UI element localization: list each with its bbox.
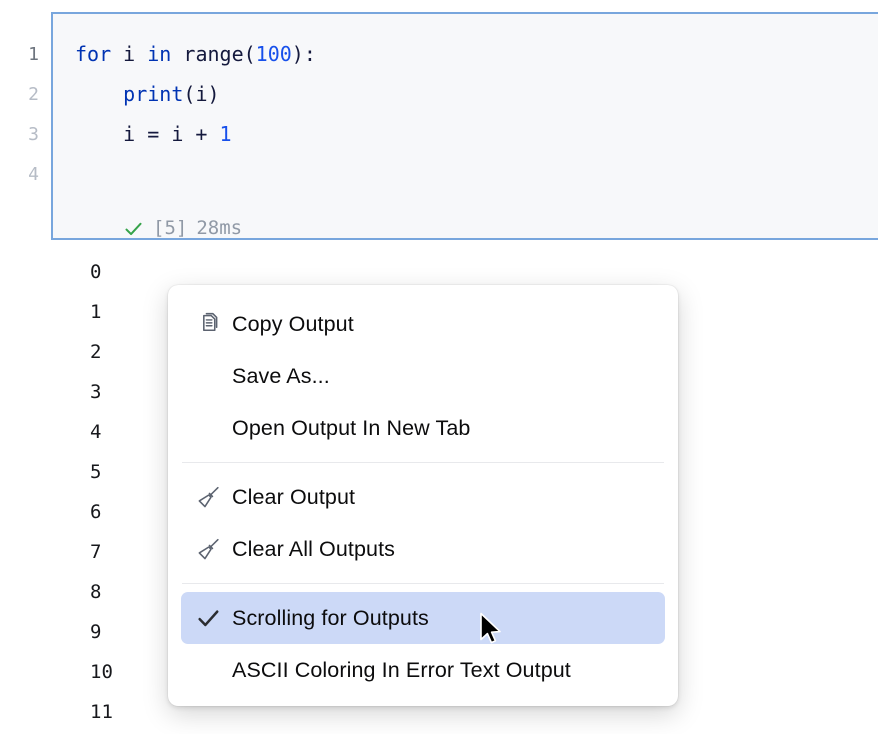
code-token bbox=[171, 42, 183, 66]
menu-item-label: Copy Output bbox=[232, 311, 354, 336]
broom-icon bbox=[198, 486, 219, 507]
line-number-1: 1 bbox=[28, 44, 39, 65]
menu-item-scrolling-for-outputs[interactable]: Scrolling for Outputs bbox=[181, 592, 665, 644]
code-token: ) bbox=[207, 82, 220, 106]
broom-icon bbox=[184, 485, 232, 510]
code-token: in bbox=[147, 42, 172, 66]
code-editor-text[interactable]: for i in range(100): print(i) i = i + 1 bbox=[75, 34, 316, 194]
menu-item-label: Clear All Outputs bbox=[232, 536, 396, 561]
code-line-1: for i in range(100): bbox=[75, 34, 316, 74]
output-line: 2 bbox=[90, 341, 102, 363]
menu-item-copy-output[interactable]: Copy Output bbox=[181, 298, 665, 350]
code-token: i bbox=[123, 122, 136, 146]
code-token: for bbox=[75, 42, 112, 66]
code-token bbox=[135, 42, 147, 66]
menu-item-label: Open Output In New Tab bbox=[232, 415, 471, 440]
checkmark-icon bbox=[184, 606, 232, 631]
menu-item-clear-all-outputs[interactable]: Clear All Outputs bbox=[181, 523, 665, 575]
line-number-4: 4 bbox=[28, 164, 39, 185]
output-line: 8 bbox=[90, 581, 102, 603]
code-token bbox=[75, 82, 123, 106]
broom-icon bbox=[198, 538, 219, 559]
line-number-gutter: 1 2 3 4 bbox=[0, 12, 51, 240]
code-token bbox=[111, 42, 123, 66]
menu-item-label: Save As... bbox=[232, 363, 330, 388]
menu-item-ascii-coloring-in-error-text-output[interactable]: ASCII Coloring In Error Text Output bbox=[181, 644, 665, 696]
output-line: 4 bbox=[90, 421, 102, 443]
code-token: 100 bbox=[255, 42, 292, 66]
execution-duration: 28ms bbox=[196, 217, 243, 239]
code-token: i bbox=[123, 42, 136, 66]
output-line: 10 bbox=[90, 661, 113, 683]
code-token bbox=[75, 122, 123, 146]
output-line: 0 bbox=[90, 261, 102, 283]
output-line: 9 bbox=[90, 621, 102, 643]
code-token: i bbox=[195, 82, 208, 106]
output-line: 3 bbox=[90, 381, 102, 403]
code-line-4 bbox=[75, 154, 316, 194]
menu-item-label: Clear Output bbox=[232, 484, 356, 509]
checkmark-icon bbox=[197, 609, 218, 626]
code-token: ): bbox=[291, 42, 316, 66]
code-cell[interactable]: for i in range(100): print(i) i = i + 1 … bbox=[51, 12, 878, 240]
output-line: 1 bbox=[90, 301, 102, 323]
code-token: print bbox=[123, 82, 184, 106]
output-line: 6 bbox=[90, 501, 102, 523]
line-number-3: 3 bbox=[28, 124, 39, 145]
code-line-2: print(i) bbox=[75, 74, 316, 114]
menu-item-label: ASCII Coloring In Error Text Output bbox=[232, 657, 571, 682]
menu-item-save-as[interactable]: Save As... bbox=[181, 350, 665, 402]
menu-separator bbox=[182, 462, 664, 463]
code-token: 1 bbox=[219, 122, 232, 146]
output-line: 7 bbox=[90, 541, 102, 563]
line-number-2: 2 bbox=[28, 84, 39, 105]
menu-item-clear-output[interactable]: Clear Output bbox=[181, 471, 665, 523]
broom-icon bbox=[184, 537, 232, 562]
copy-output-icon bbox=[184, 312, 232, 337]
copy-output-icon bbox=[202, 312, 217, 331]
menu-item-open-output-in-new-tab[interactable]: Open Output In New Tab bbox=[181, 402, 665, 454]
code-token: ( bbox=[183, 82, 196, 106]
check-success-icon bbox=[125, 222, 142, 235]
code-token: range bbox=[183, 42, 244, 66]
cell-execution-status: [5] 28ms bbox=[123, 217, 242, 239]
code-line-3: i = i + 1 bbox=[75, 114, 316, 154]
code-token: i bbox=[171, 122, 184, 146]
menu-item-label: Scrolling for Outputs bbox=[232, 605, 429, 630]
output-line: 5 bbox=[90, 461, 102, 483]
code-token: + bbox=[183, 122, 220, 146]
execution-count: [5] bbox=[153, 217, 188, 239]
output-line: 11 bbox=[90, 701, 113, 723]
code-token: ( bbox=[243, 42, 256, 66]
menu-separator bbox=[182, 583, 664, 584]
code-token: = bbox=[135, 122, 172, 146]
